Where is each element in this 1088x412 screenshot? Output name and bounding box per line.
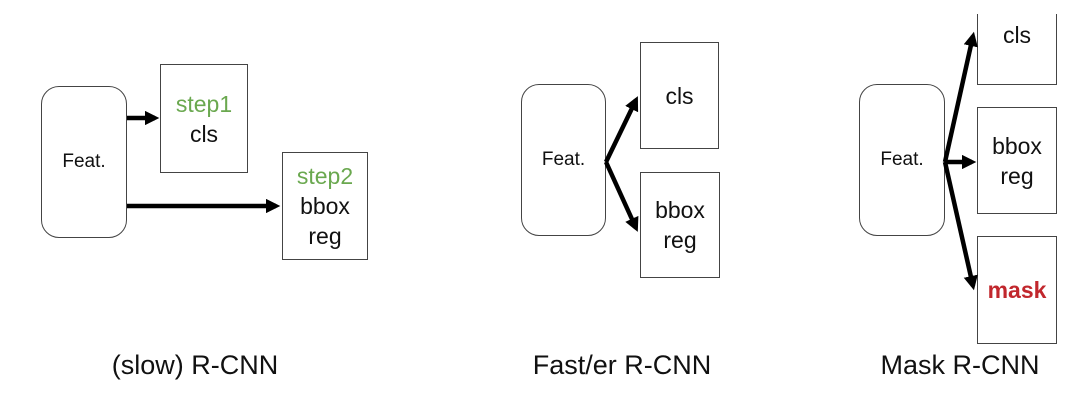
fast-rcnn-cls-label: cls [665, 82, 694, 109]
fast-rcnn-bbox-box: bbox reg [640, 172, 720, 278]
mask-rcnn-feat-label: Feat. [880, 149, 924, 170]
fast-rcnn-feat-label: Feat. [541, 149, 586, 170]
mask-rcnn-arrow-to-cls [942, 31, 978, 163]
slow-rcnn-step1-label: step1 [175, 90, 233, 117]
slow-rcnn-cls-box: step1 cls [160, 64, 248, 173]
fast-rcnn-feat-box: Feat. [521, 84, 606, 236]
slow-rcnn-bbox-box: step2 bbox reg [282, 152, 368, 260]
mask-rcnn-arrow-to-mask [942, 161, 978, 291]
fast-rcnn-bbox-label: bbox [655, 197, 705, 223]
fast-rcnn-cls-box: cls [640, 42, 719, 149]
mask-rcnn-cls-box: cls [977, 14, 1057, 85]
slow-rcnn-cls-label: cls [189, 120, 219, 147]
slow-rcnn-caption: (slow) R-CNN [111, 350, 279, 380]
slow-rcnn-feat-box: Feat. [41, 86, 127, 238]
mask-rcnn-bbox-box: bbox reg [977, 107, 1057, 214]
mask-rcnn-bbox-label: bbox [992, 132, 1042, 159]
fast-rcnn-caption: Fast/er R-CNN [532, 350, 712, 380]
fast-rcnn-arrow-to-cls [603, 96, 639, 163]
slow-rcnn-step2-label: step2 [296, 163, 354, 189]
mask-rcnn-mask-label: mask [987, 277, 1047, 303]
mask-rcnn-feat-box: Feat. [859, 84, 945, 236]
slow-rcnn-reg-label: reg [308, 223, 342, 249]
mask-rcnn-caption: Mask R-CNN [880, 350, 1040, 380]
fast-rcnn-reg-label: reg [663, 227, 697, 253]
fast-rcnn-arrow-to-bbox [603, 161, 639, 232]
slow-rcnn-feat-label: Feat. [62, 151, 106, 172]
mask-rcnn-reg-label: reg [1000, 162, 1034, 189]
mask-rcnn-cls-label: cls [1002, 22, 1032, 48]
slow-rcnn-bbox-label: bbox [300, 193, 350, 219]
mask-rcnn-mask-box: mask [977, 236, 1057, 344]
